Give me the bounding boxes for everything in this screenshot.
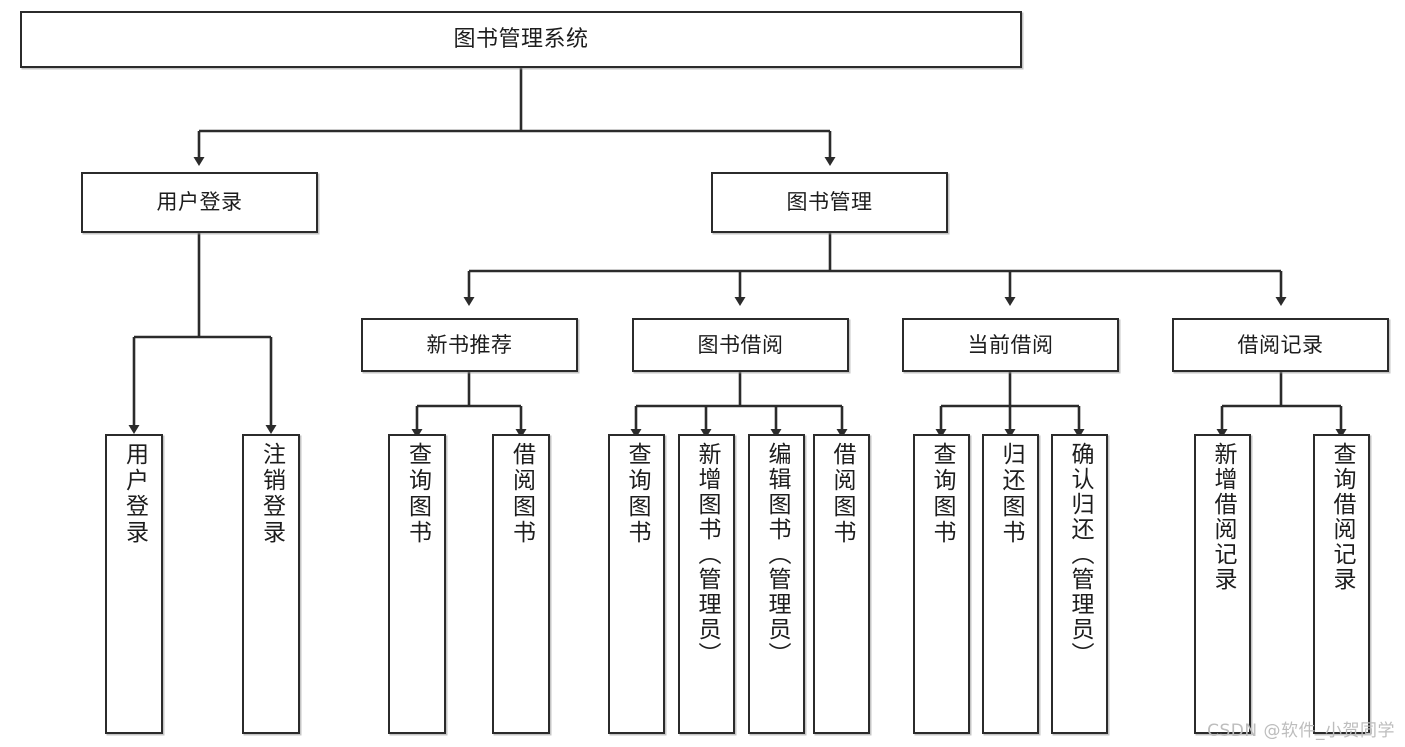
leaf-return-book[interactable]: 归还图书 <box>982 434 1039 734</box>
node-label: 编辑图书（管理员） <box>764 442 790 667</box>
leaf-borrow-book-recommend[interactable]: 借阅图书 <box>492 434 550 734</box>
leaf-confirm-return-admin[interactable]: 确认归还（管理员） <box>1051 434 1108 734</box>
node-current-borrow[interactable]: 当前借阅 <box>902 318 1119 372</box>
leaf-query-book-borrow[interactable]: 查询图书 <box>608 434 665 734</box>
node-root-book-management-system[interactable]: 图书管理系统 <box>20 11 1022 68</box>
leaf-edit-book-admin[interactable]: 编辑图书（管理员） <box>748 434 805 734</box>
node-label: 图书管理系统 <box>453 26 589 52</box>
node-user-login[interactable]: 用户登录 <box>81 172 318 233</box>
node-label: 新书推荐 <box>426 332 513 357</box>
leaf-borrow-book[interactable]: 借阅图书 <box>813 434 870 734</box>
node-label: 借阅记录 <box>1237 332 1324 357</box>
node-label: 查询图书 <box>624 442 650 546</box>
node-label: 图书管理 <box>786 190 873 215</box>
node-book-borrow[interactable]: 图书借阅 <box>632 318 849 372</box>
watermark: CSDN @软件_小贺同学 <box>1207 721 1395 741</box>
node-label: 查询借阅记录 <box>1329 442 1355 592</box>
leaf-query-book-current[interactable]: 查询图书 <box>913 434 970 734</box>
node-label: 新增借阅记录 <box>1210 442 1236 592</box>
node-label: 图书借阅 <box>697 332 784 357</box>
leaf-add-book-admin[interactable]: 新增图书（管理员） <box>678 434 735 734</box>
node-label: 确认归还（管理员） <box>1067 442 1093 667</box>
node-label: 注销登录 <box>258 442 285 546</box>
node-label: 用户登录 <box>121 442 148 546</box>
node-label: 查询图书 <box>404 442 431 546</box>
node-label: 借阅图书 <box>508 442 535 546</box>
leaf-add-borrow-record[interactable]: 新增借阅记录 <box>1194 434 1251 734</box>
node-label: 新增图书（管理员） <box>694 442 720 667</box>
node-label: 当前借阅 <box>967 332 1054 357</box>
node-label: 用户登录 <box>156 190 243 215</box>
node-new-book-recommend[interactable]: 新书推荐 <box>361 318 578 372</box>
node-label: 归还图书 <box>998 442 1024 546</box>
node-label: 查询图书 <box>929 442 955 546</box>
node-label: 借阅图书 <box>829 442 855 546</box>
leaf-query-book-recommend[interactable]: 查询图书 <box>388 434 446 734</box>
leaf-logout[interactable]: 注销登录 <box>242 434 300 734</box>
node-borrow-record[interactable]: 借阅记录 <box>1172 318 1389 372</box>
leaf-user-login[interactable]: 用户登录 <box>105 434 163 734</box>
leaf-query-borrow-record[interactable]: 查询借阅记录 <box>1313 434 1370 734</box>
node-book-management[interactable]: 图书管理 <box>711 172 948 233</box>
